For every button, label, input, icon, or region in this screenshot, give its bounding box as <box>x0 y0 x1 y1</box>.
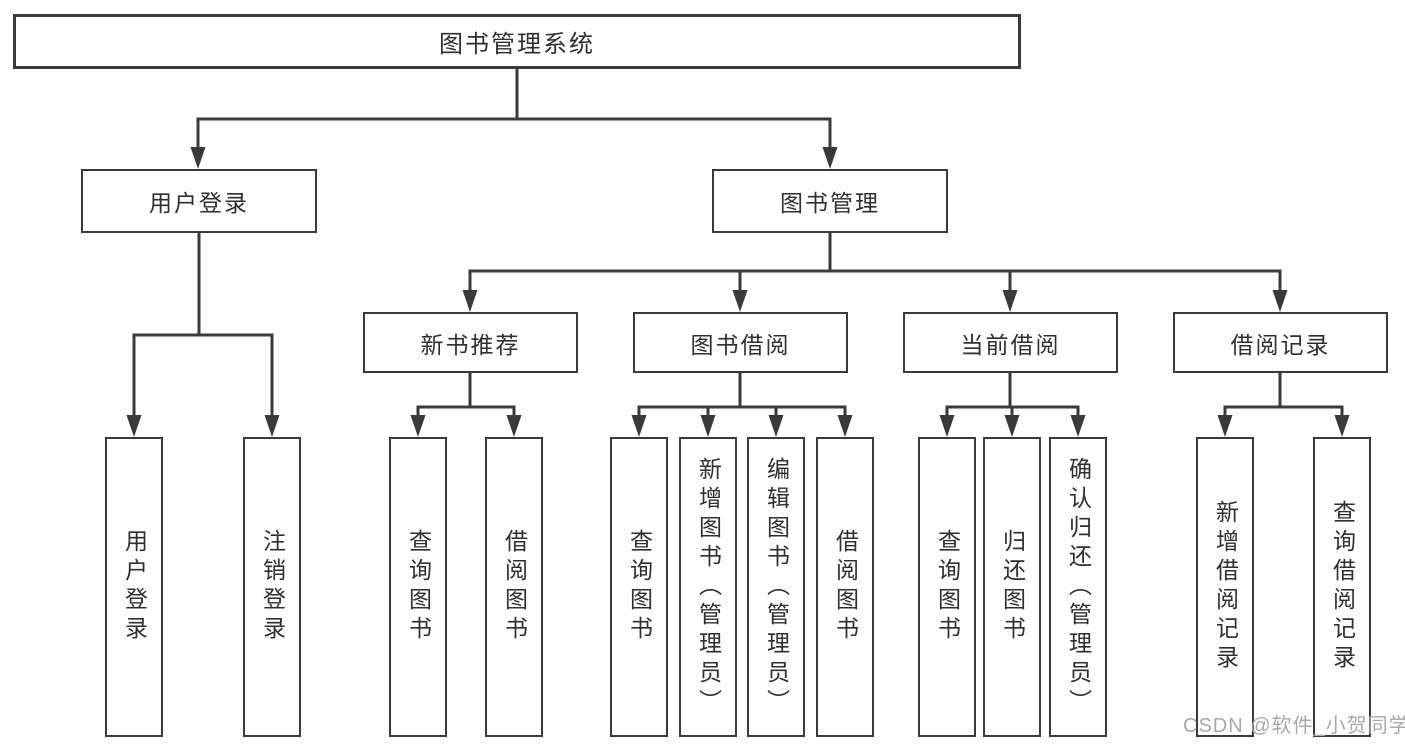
node-current-borrowing-label: 当前借阅 <box>960 331 1061 358</box>
node-book-management: 图书管理 <box>712 169 948 233</box>
leaf-return-books: 归还图书 <box>983 437 1041 737</box>
leaf-query-books-recommend: 查询图书 <box>389 437 447 737</box>
watermark: CSDN @软件_小贺同学 <box>1183 715 1405 737</box>
leaf-edit-books-admin-label: 编辑图书（管理员） <box>763 456 790 718</box>
leaf-edit-books-admin: 编辑图书（管理员） <box>747 437 805 737</box>
leaf-query-books-current-label: 查询图书 <box>934 529 961 645</box>
leaf-add-books-admin: 新增图书（管理员） <box>679 437 737 737</box>
leaf-logout-label: 注销登录 <box>259 529 286 645</box>
node-borrowing-records: 借阅记录 <box>1173 312 1388 373</box>
leaf-borrow-books-recommend: 借阅图书 <box>485 437 543 737</box>
leaf-add-borrow-record-label: 新增借阅记录 <box>1212 500 1239 674</box>
leaf-query-books-recommend-label: 查询图书 <box>405 529 432 645</box>
leaf-user-login-label: 用户登录 <box>121 529 148 645</box>
node-current-borrowing: 当前借阅 <box>903 312 1118 373</box>
leaf-return-books-label: 归还图书 <box>999 529 1026 645</box>
leaf-borrow-books-recommend-label: 借阅图书 <box>501 529 528 645</box>
leaf-add-books-admin-label: 新增图书（管理员） <box>695 456 722 718</box>
leaf-borrow-books-borrowing-label: 借阅图书 <box>832 529 859 645</box>
leaf-query-books-current: 查询图书 <box>918 437 976 737</box>
node-user-login: 用户登录 <box>81 169 317 233</box>
leaf-query-borrow-record-label: 查询借阅记录 <box>1329 500 1356 674</box>
leaf-query-books-borrowing-label: 查询图书 <box>626 529 653 645</box>
leaf-add-borrow-record: 新增借阅记录 <box>1196 437 1254 737</box>
node-library-system: 图书管理系统 <box>13 14 1021 69</box>
node-book-borrowing: 图书借阅 <box>633 312 848 373</box>
leaf-query-books-borrowing: 查询图书 <box>610 437 668 737</box>
leaf-logout: 注销登录 <box>243 437 301 737</box>
leaf-confirm-return-admin: 确认归还（管理员） <box>1049 437 1107 737</box>
leaf-confirm-return-admin-label: 确认归还（管理员） <box>1065 456 1092 718</box>
leaf-query-borrow-record: 查询借阅记录 <box>1313 437 1371 737</box>
node-book-management-label: 图书管理 <box>780 190 880 216</box>
node-library-system-label: 图书管理系统 <box>439 31 595 58</box>
leaf-borrow-books-borrowing: 借阅图书 <box>816 437 874 737</box>
node-book-borrowing-label: 图书借阅 <box>690 331 791 358</box>
node-borrowing-records-label: 借阅记录 <box>1230 331 1331 358</box>
leaf-user-login: 用户登录 <box>105 437 163 737</box>
node-new-book-recommend: 新书推荐 <box>363 312 578 373</box>
node-new-book-recommend-label: 新书推荐 <box>420 331 521 358</box>
node-user-login-label: 用户登录 <box>149 190 249 216</box>
